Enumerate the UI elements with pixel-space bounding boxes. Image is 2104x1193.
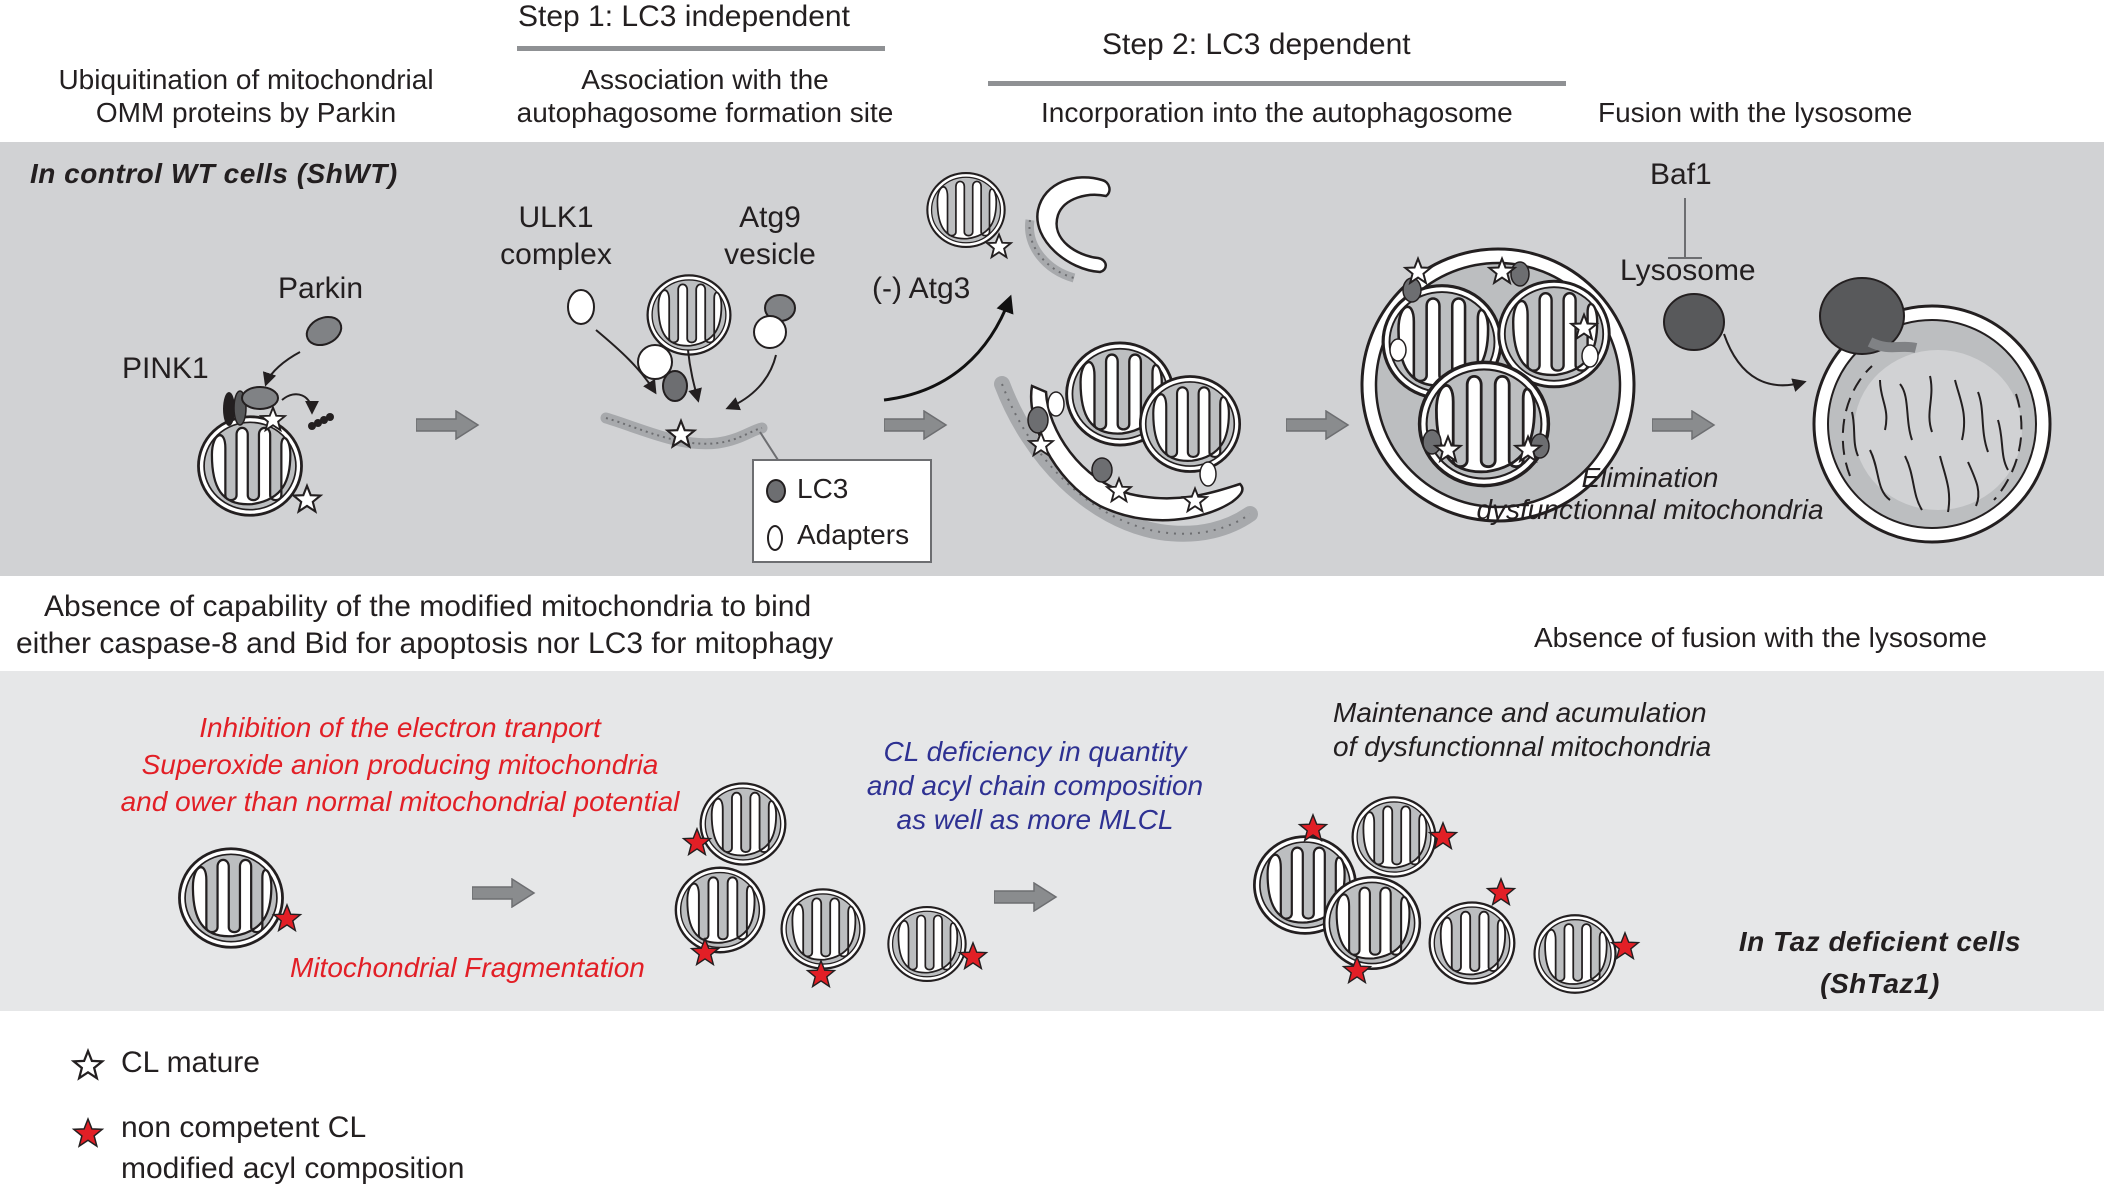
atg9-label-line2: vesicle bbox=[724, 238, 816, 271]
ulk1-label-line2: complex bbox=[500, 238, 612, 271]
step-association-line1: Association with the bbox=[581, 64, 829, 95]
pink1-label: PINK1 bbox=[122, 352, 209, 385]
ulk1-label-line1: ULK1 bbox=[518, 201, 594, 234]
legend-noncompetent-line2: modified acyl composition bbox=[121, 1152, 465, 1185]
atg3-label: (-) Atg3 bbox=[872, 272, 971, 305]
step-fusion: Fusion with the lysosome bbox=[1598, 97, 1913, 128]
step1-title: Step 1: LC3 independent bbox=[518, 0, 850, 33]
red-text-line3: and ower than normal mitochondrial poten… bbox=[120, 786, 680, 817]
step2-rule bbox=[988, 81, 1566, 86]
step-incorporation: Incorporation into the autophagosome bbox=[1041, 97, 1513, 128]
elimination-label-line2: dysfunctionnal mitochondria bbox=[1476, 494, 1824, 525]
lc3-label: LC3 bbox=[797, 473, 849, 504]
fragmentation-label: Mitochondrial Fragmentation bbox=[290, 952, 645, 983]
baf1-label: Baf1 bbox=[1650, 158, 1712, 191]
blue-text-line1: CL deficiency in quantity bbox=[883, 736, 1187, 767]
step1-rule bbox=[517, 46, 885, 51]
taz-panel-title-line1: In Taz deficient cells bbox=[1738, 926, 2022, 957]
red-text-line1: Inhibition of the electron tranport bbox=[199, 712, 601, 743]
lysosome-label: Lysosome bbox=[1620, 254, 1756, 287]
control-panel-title: In control WT cells (ShWT) bbox=[30, 158, 398, 189]
lc3-marker bbox=[766, 479, 786, 503]
adapter-marker bbox=[767, 525, 783, 551]
parkin-label: Parkin bbox=[278, 272, 364, 305]
absence-bind-line2: either caspase-8 and Bid for apoptosis n… bbox=[16, 627, 834, 660]
adapters-label: Adapters bbox=[797, 519, 910, 550]
step-ubiquitination-line1: Ubiquitination of mitochondrial bbox=[58, 64, 434, 95]
legend-noncompetent-line1: non competent CL bbox=[121, 1111, 367, 1144]
legend-cl-mature: CL mature bbox=[121, 1046, 260, 1079]
taz-panel-title-line2: (ShTaz1) bbox=[1820, 968, 1940, 999]
blue-text-line2: and acyl chain composition bbox=[866, 770, 1204, 801]
step-association-line2: autophagosome formation site bbox=[516, 97, 894, 128]
step2-title: Step 2: LC3 dependent bbox=[1102, 28, 1411, 61]
blue-text-line3: as well as more MLCL bbox=[896, 804, 1174, 835]
red-text-line2: Superoxide anion producing mitochondria bbox=[141, 749, 659, 780]
atg9-label-line1: Atg9 bbox=[739, 201, 801, 234]
absence-fusion-label: Absence of fusion with the lysosome bbox=[1534, 622, 1987, 653]
taz-deficient-panel bbox=[0, 671, 2104, 1011]
step-ubiquitination-line2: OMM proteins by Parkin bbox=[95, 97, 397, 128]
elimination-label-line1: Elimination bbox=[1581, 462, 1719, 493]
maintenance-line2: of dysfunctionnal mitochondria bbox=[1333, 731, 1712, 762]
lc3-adapters-legend: LC3 Adapters bbox=[752, 459, 932, 563]
maintenance-line1: Maintenance and acumulation bbox=[1333, 697, 1707, 728]
absence-bind-line1: Absence of capability of the modified mi… bbox=[44, 590, 812, 623]
